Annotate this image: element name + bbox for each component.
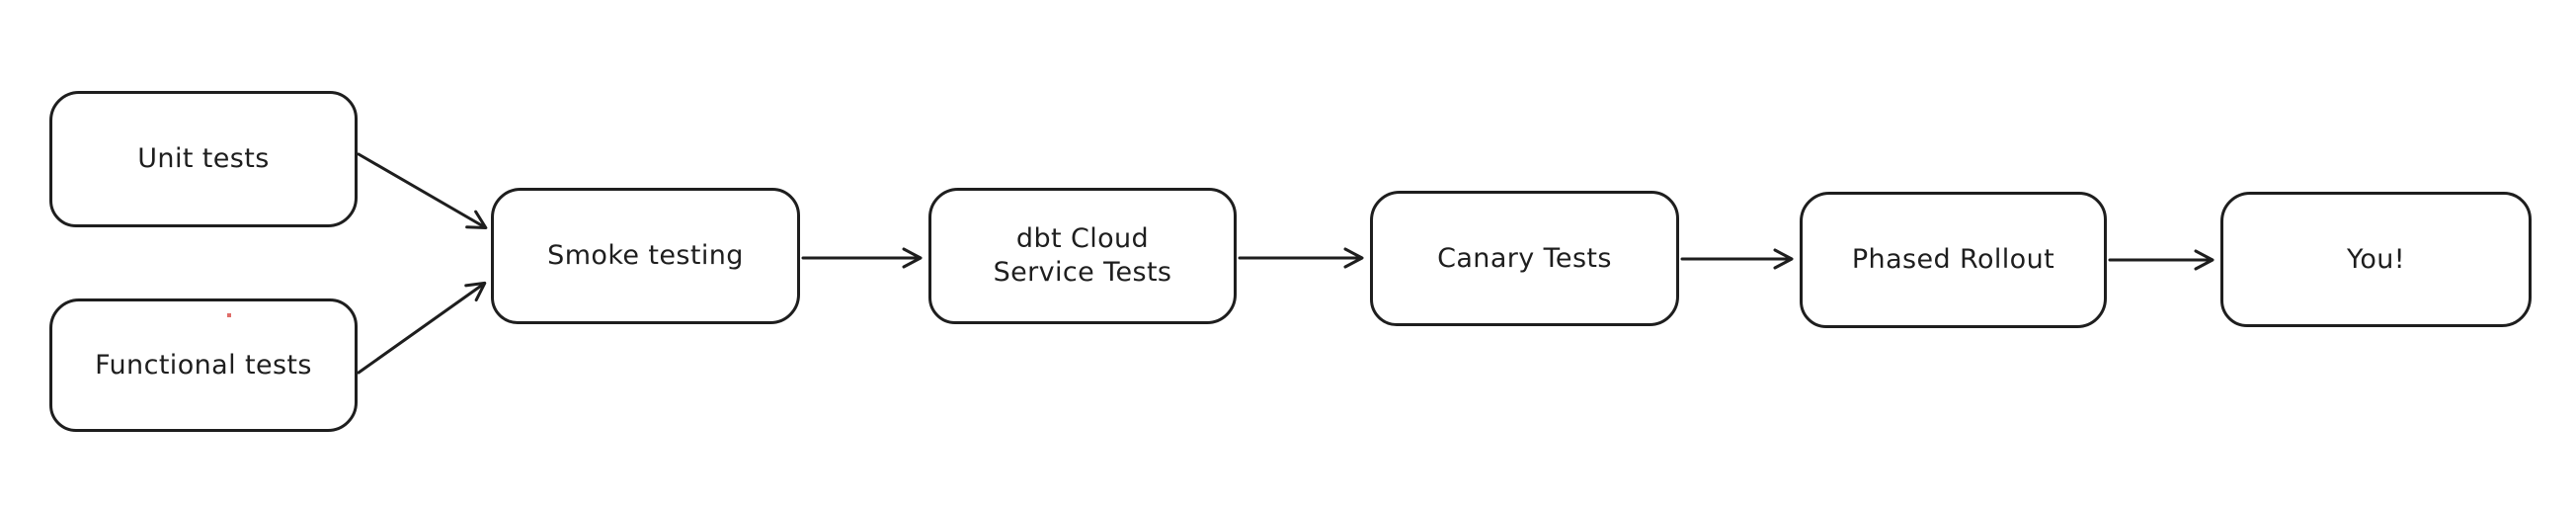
node-unit-tests: Unit tests <box>49 91 358 227</box>
edge-functional-tests-to-smoke-testing <box>357 281 487 375</box>
node-dbt-cloud-service-tests-label: dbt Cloud Service Tests <box>984 222 1182 290</box>
node-dbt-cloud-label-line2: Service Tests <box>993 257 1172 288</box>
node-you-label: You! <box>2347 243 2405 275</box>
node-dbt-cloud-service-tests: dbt Cloud Service Tests <box>928 188 1237 324</box>
node-functional-tests: Functional tests <box>49 298 358 432</box>
node-smoke-testing-label: Smoke testing <box>547 240 744 271</box>
node-dbt-cloud-label-line1: dbt Cloud <box>1015 223 1150 254</box>
node-smoke-testing: Smoke testing <box>491 188 800 324</box>
node-canary-tests: Canary Tests <box>1370 191 1679 326</box>
node-unit-tests-label: Unit tests <box>137 143 270 174</box>
node-phased-rollout: Phased Rollout <box>1800 192 2107 328</box>
node-functional-tests-label: Functional tests <box>95 349 312 381</box>
red-pixel-artifact <box>227 313 231 317</box>
node-phased-rollout-label: Phased Rollout <box>1851 244 2055 275</box>
node-canary-tests-label: Canary Tests <box>1437 242 1612 274</box>
node-you: You! <box>2220 192 2532 327</box>
edge-unit-tests-to-smoke-testing <box>357 152 488 230</box>
